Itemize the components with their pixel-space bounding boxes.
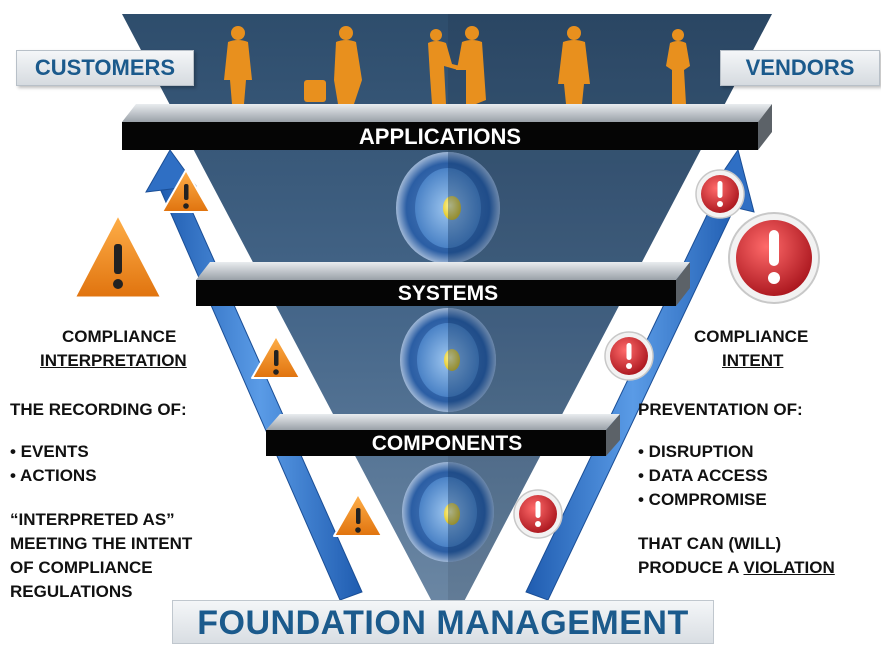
- vendors-tag: VENDORS: [720, 50, 880, 86]
- left-heading-line1: COMPLIANCE: [62, 327, 177, 346]
- right-closing-line2: PRODUCE A VIOLATION: [638, 556, 835, 580]
- right-closing-line1: THAT CAN (WILL): [638, 534, 782, 553]
- applications-layer-bar: APPLICATIONS: [122, 104, 772, 150]
- right-closing-prefix: PRODUCE A: [638, 558, 744, 577]
- right-heading-line1: COMPLIANCE: [694, 327, 809, 346]
- right-bullet-item: • DISRUPTION: [638, 442, 754, 461]
- left-quote-line: REGULATIONS: [10, 582, 133, 601]
- left-recording-label: THE RECORDING OF:: [10, 400, 187, 419]
- right-heading-line2: INTENT: [722, 351, 784, 370]
- large-warning-icon: [72, 212, 164, 300]
- alert-icon: [604, 331, 654, 381]
- people-silhouettes: [224, 26, 690, 104]
- people-handshake-icon: [428, 26, 486, 104]
- systems-layer-bar: SYSTEMS: [196, 262, 690, 306]
- applications-label: APPLICATIONS: [359, 124, 521, 149]
- warning-icon: [161, 169, 211, 213]
- right-prevention-label: PREVENTATION OF:: [638, 400, 803, 419]
- right-bullet-item: • DATA ACCESS: [638, 466, 768, 485]
- customers-tag: CUSTOMERS: [16, 50, 194, 86]
- left-quote-line: MEETING THE INTENT: [10, 534, 193, 553]
- foundation-management-label: FOUNDATION MANAGEMENT: [172, 600, 714, 644]
- alert-icon: [513, 489, 563, 539]
- funnel-right-shade: [448, 14, 772, 632]
- large-alert-icon: [728, 212, 820, 304]
- left-quote-line: OF COMPLIANCE: [10, 558, 153, 577]
- right-bullet-item: • COMPROMISE: [638, 490, 767, 509]
- left-quote-line: “INTERPRETED AS”: [10, 510, 175, 529]
- person-icon: [224, 26, 252, 104]
- components-layer-bar: COMPONENTS: [266, 414, 620, 456]
- violation-emphasis: VIOLATION: [743, 558, 835, 577]
- components-label: COMPONENTS: [372, 432, 523, 455]
- person-icon: [666, 29, 690, 104]
- warning-icon: [333, 493, 383, 537]
- left-bullet-item: • EVENTS: [10, 442, 89, 461]
- systems-label: SYSTEMS: [398, 282, 498, 305]
- left-bullet-item: • ACTIONS: [10, 466, 97, 485]
- person-icon: [558, 26, 590, 104]
- left-heading-line2: INTERPRETATION: [40, 351, 187, 370]
- layer-sphere-icon: [400, 308, 496, 412]
- warning-icon: [251, 335, 301, 379]
- layer-sphere-icon: [396, 152, 500, 264]
- layer-sphere-icon: [402, 462, 494, 562]
- person-with-luggage-icon: [304, 26, 362, 104]
- alert-icon: [695, 169, 745, 219]
